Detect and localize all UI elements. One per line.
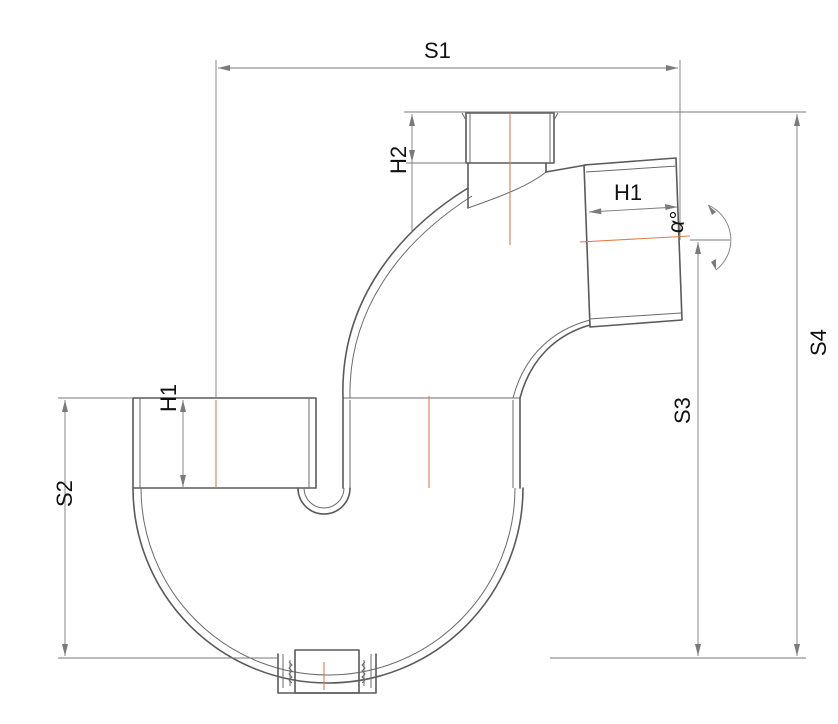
bottom-cleanout-cap (277, 649, 377, 694)
inner-crown (297, 487, 351, 515)
left-inlet-socket (132, 397, 317, 489)
right-leg (342, 397, 521, 489)
angled-outlet-socket (583, 157, 683, 328)
label-s1: S1 (424, 38, 451, 63)
label-h1-left: H1 (156, 384, 181, 412)
dimension-lines (58, 60, 806, 659)
upper-sweep-bend (342, 171, 591, 399)
dimension-labels: S1 S4 S3 S2 H2 H1 H1 α° (52, 38, 831, 507)
u-bend-bowl (132, 487, 524, 684)
label-h2: H2 (386, 146, 411, 174)
label-s3: S3 (670, 397, 695, 424)
top-socket (461, 112, 587, 209)
trap-body (132, 112, 683, 694)
label-h1-outlet: H1 (614, 180, 642, 205)
centerlines (215, 113, 691, 690)
label-s4: S4 (806, 329, 831, 356)
label-angle: α° (662, 209, 690, 235)
label-s2: S2 (52, 480, 77, 507)
